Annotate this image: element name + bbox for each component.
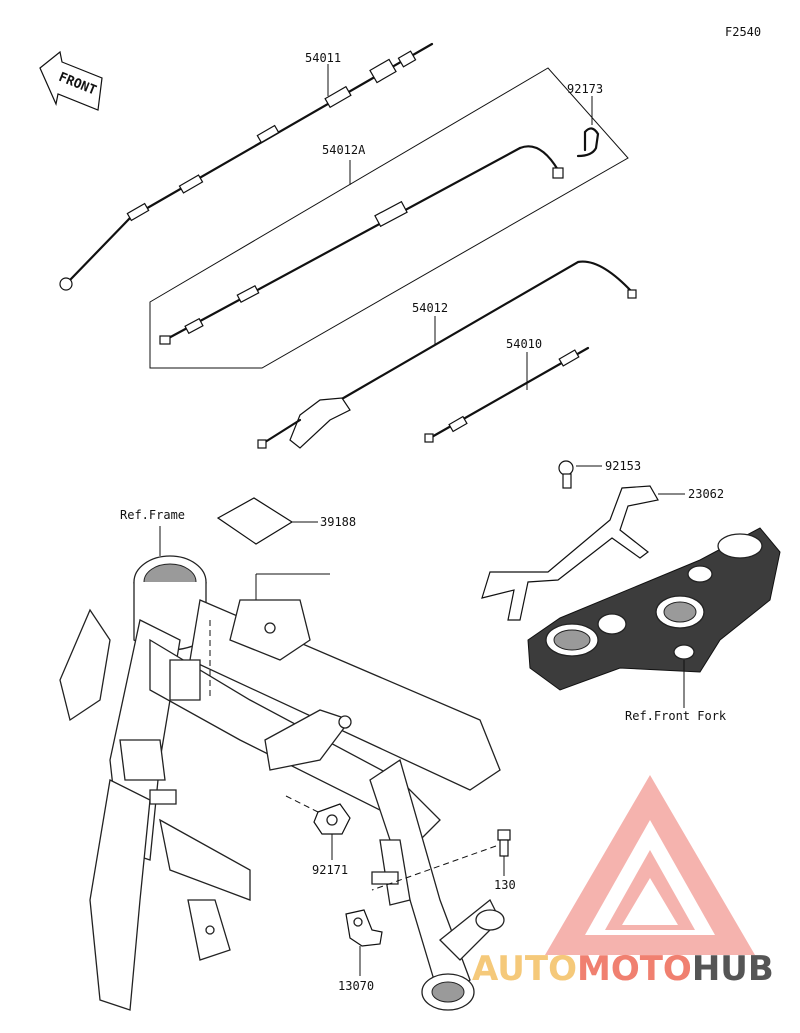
holder-92171: [313, 803, 351, 835]
cable-54012a: [159, 145, 564, 345]
label-23062: 23062: [688, 487, 724, 501]
label-92153: 92153: [605, 459, 641, 473]
watermark-moto: MOTO: [577, 949, 692, 989]
bolt-92153: [558, 460, 574, 489]
label-54011: 54011: [305, 51, 341, 65]
svg-text:AUTOMOTOHUB: AUTOMOTOHUB: [472, 949, 774, 989]
ref-front-fork: Ref.Front Fork: [625, 709, 727, 723]
bracket-13070: [345, 909, 383, 947]
cable-54010: [424, 346, 590, 443]
bolt-130: [497, 829, 511, 857]
label-54012: 54012: [412, 301, 448, 315]
front-fork-bracket: [527, 527, 781, 691]
label-39188: 39188: [320, 515, 356, 529]
front-arrow-icon: FRONT: [39, 50, 103, 111]
ref-frame: Ref.Frame: [120, 508, 185, 522]
watermark-hub: HUB: [692, 949, 774, 989]
clip-92173: [576, 127, 600, 158]
label-13070: 13070: [338, 979, 374, 993]
motorcycle-frame: [59, 555, 505, 1011]
label-54010: 54010: [506, 337, 542, 351]
figure-code: F2540: [725, 25, 761, 39]
label-sheet-39188: [216, 497, 294, 545]
label-92173: 92173: [567, 82, 603, 96]
label-130: 130: [494, 878, 516, 892]
guide-line-130: [371, 845, 497, 891]
cable-54011: [59, 42, 434, 291]
guide-23062: [481, 485, 659, 621]
label-54012A: 54012A: [322, 143, 366, 157]
label-92171: 92171: [312, 863, 348, 877]
cable-54012: [257, 260, 637, 449]
watermark-auto: AUTO: [472, 949, 577, 989]
kit-box: [149, 67, 629, 369]
watermark-text: AUTOMOTOHUB: [472, 949, 774, 989]
watermark-logo: [545, 775, 755, 955]
